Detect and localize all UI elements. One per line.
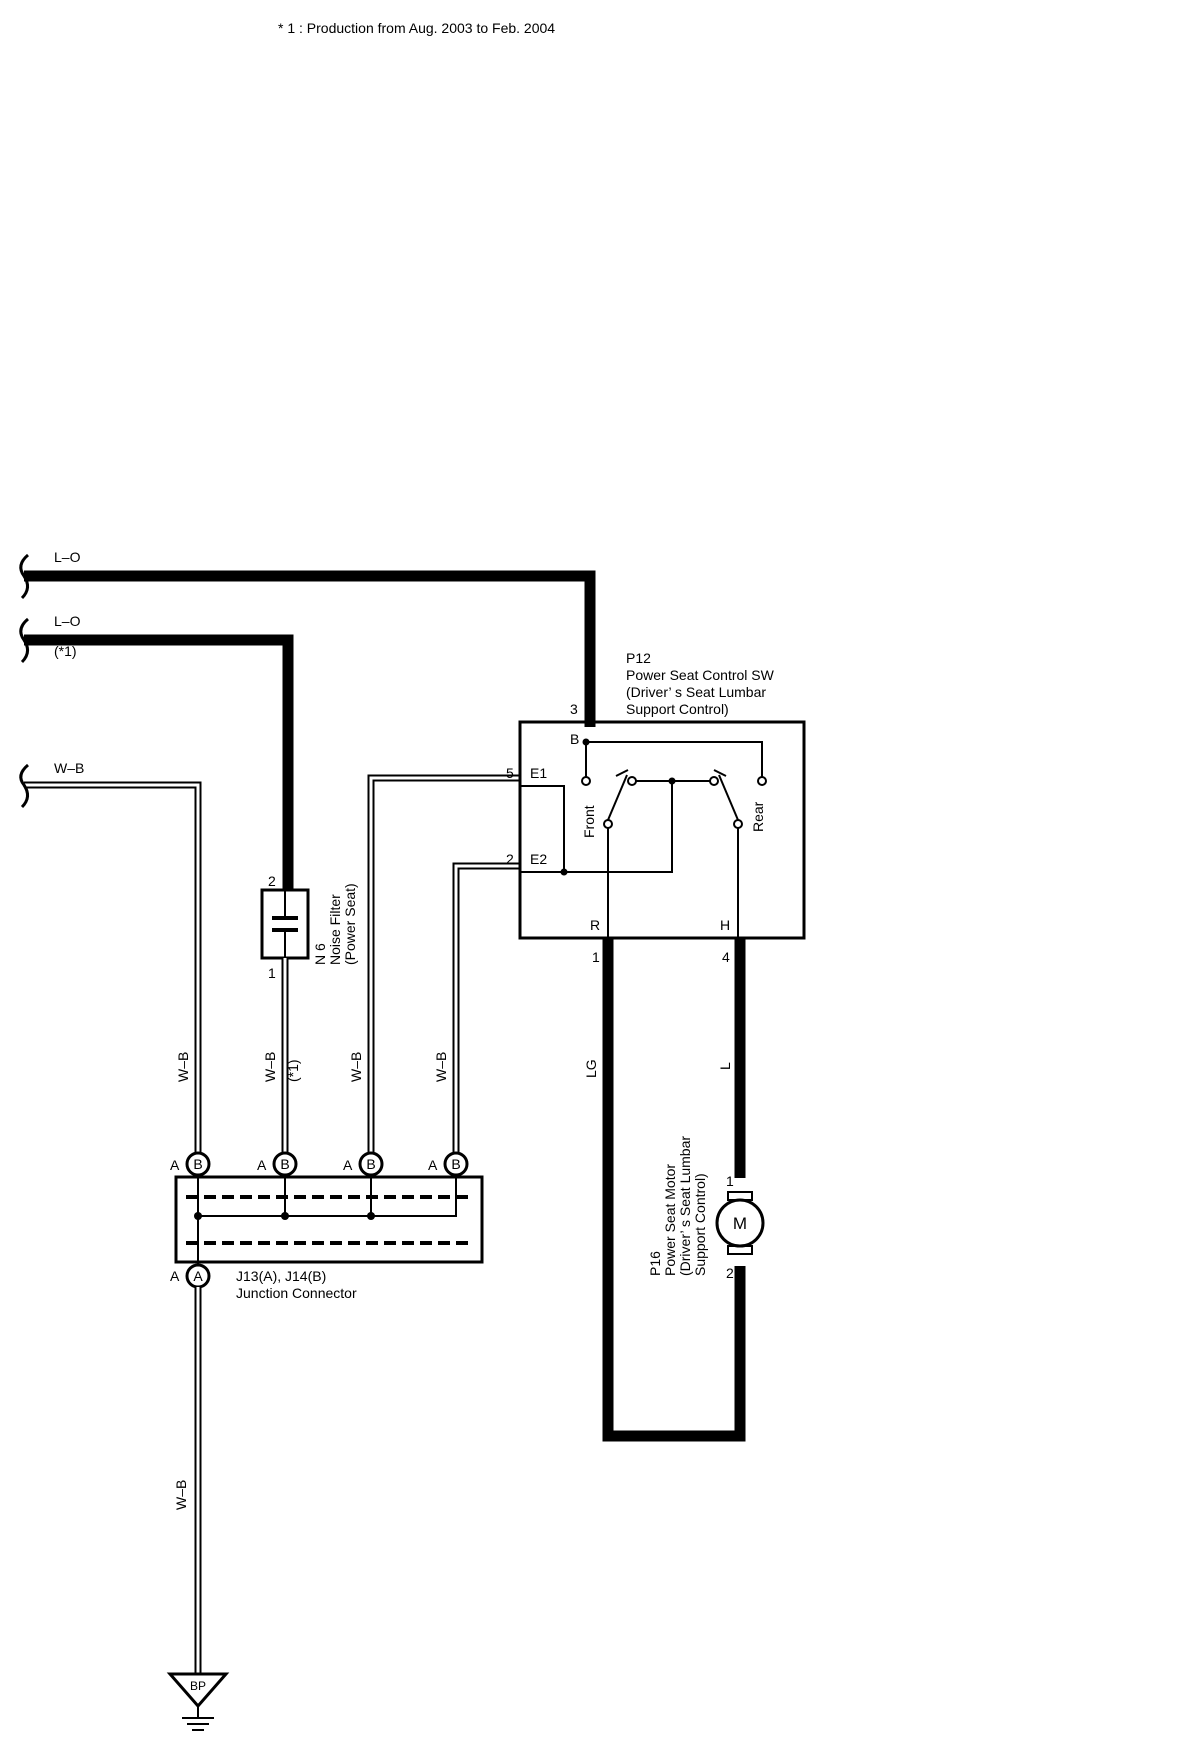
vert-wb-2-sub: (*1) bbox=[285, 1059, 301, 1082]
vert-wb-2: W–B bbox=[262, 1052, 278, 1082]
junction-conn-bottom: A A bbox=[170, 1263, 211, 1289]
motor-code: P16 bbox=[647, 1251, 663, 1276]
vert-wb-4: W–B bbox=[433, 1052, 449, 1082]
noise-filter: 2 1 N 6 Noise Filter (Power Seat) bbox=[260, 873, 358, 981]
noise-filter-pin-1: 1 bbox=[268, 965, 276, 981]
wire-wb-2: W–B (*1) bbox=[262, 958, 301, 1162]
motor-pin-2: 2 bbox=[726, 1265, 734, 1281]
wire-l-label: L bbox=[717, 1062, 733, 1070]
svg-text:A: A bbox=[343, 1157, 353, 1173]
wire-lo-2-sub: (*1) bbox=[54, 643, 77, 659]
switch-term-b: B bbox=[570, 731, 579, 747]
wire-lg-label: LG bbox=[583, 1059, 599, 1078]
svg-text:A: A bbox=[170, 1268, 180, 1284]
switch-term-r: R bbox=[590, 917, 600, 933]
production-note: * 1 : Production from Aug. 2003 to Feb. … bbox=[278, 20, 555, 36]
wire-lo-1-label: L–O bbox=[54, 549, 81, 565]
svg-text:A: A bbox=[170, 1157, 180, 1173]
svg-text:B: B bbox=[280, 1156, 289, 1172]
motor-desc-1: (Driver’ s Seat Lumbar bbox=[677, 1136, 693, 1276]
switch-pin-4: 4 bbox=[722, 949, 730, 965]
junction-conn-2: A B bbox=[257, 1151, 298, 1177]
junction-conn-4: A B bbox=[428, 1151, 469, 1177]
noise-filter-desc: (Power Seat) bbox=[342, 883, 358, 965]
noise-filter-name: Noise Filter bbox=[327, 894, 343, 965]
wire-wb-ground: W–B bbox=[173, 1287, 202, 1676]
junction-connector: A B A B A B A B A A J13(A), J14(B) Junct… bbox=[170, 1151, 484, 1301]
power-seat-control-switch: P12 Power Seat Control SW (Driver’ s Sea… bbox=[506, 650, 806, 965]
wire-lo-2: L–O (*1) bbox=[19, 613, 294, 890]
junction-conn-1: A B bbox=[170, 1151, 211, 1177]
vert-wb-ground: W–B bbox=[173, 1480, 189, 1510]
switch-pin-5: 5 bbox=[506, 765, 514, 781]
wire-wb-4: W–B bbox=[433, 862, 520, 1162]
switch-rear-label: Rear bbox=[750, 801, 766, 832]
switch-pin-3: 3 bbox=[570, 701, 578, 717]
ground-code: BP bbox=[190, 1679, 206, 1693]
svg-text:A: A bbox=[257, 1157, 267, 1173]
junction-name-1: J13(A), J14(B) bbox=[236, 1268, 326, 1284]
switch-pin-1: 1 bbox=[592, 949, 600, 965]
motor-symbol: M bbox=[733, 1214, 747, 1233]
svg-text:B: B bbox=[451, 1156, 460, 1172]
wire-wb-1-label: W–B bbox=[54, 760, 84, 776]
svg-text:B: B bbox=[193, 1156, 202, 1172]
wire-wb-3: W–B bbox=[348, 774, 520, 1162]
switch-desc-2: Support Control) bbox=[626, 701, 729, 717]
switch-code: P12 bbox=[626, 650, 651, 666]
motor-desc-2: Support Control) bbox=[692, 1173, 708, 1276]
wire-wb-1: W–B bbox=[19, 760, 202, 1162]
svg-text:B: B bbox=[366, 1156, 375, 1172]
power-seat-motor: M 1 2 P16 Power Seat Motor (Driver’ s Se… bbox=[647, 1136, 765, 1281]
ground-point: BP bbox=[166, 1672, 230, 1731]
switch-desc-1: (Driver’ s Seat Lumbar bbox=[626, 684, 766, 700]
wire-lo-1: L–O bbox=[19, 549, 596, 727]
junction-conn-3: A B bbox=[343, 1151, 384, 1177]
noise-filter-code: N 6 bbox=[312, 943, 328, 965]
switch-term-e2: E2 bbox=[530, 851, 547, 867]
svg-text:A: A bbox=[428, 1157, 438, 1173]
wire-lo-2-label: L–O bbox=[54, 613, 81, 629]
switch-term-h: H bbox=[720, 917, 730, 933]
motor-pin-1: 1 bbox=[726, 1173, 734, 1189]
vert-wb-1: W–B bbox=[175, 1052, 191, 1082]
switch-pin-2: 2 bbox=[506, 851, 514, 867]
switch-name: Power Seat Control SW bbox=[626, 667, 775, 683]
motor-name: Power Seat Motor bbox=[662, 1164, 678, 1276]
switch-front-label: Front bbox=[581, 805, 597, 838]
svg-text:A: A bbox=[193, 1268, 203, 1284]
noise-filter-pin-2: 2 bbox=[268, 873, 276, 889]
vert-wb-3: W–B bbox=[348, 1052, 364, 1082]
switch-term-e1: E1 bbox=[530, 765, 547, 781]
junction-name-2: Junction Connector bbox=[236, 1285, 357, 1301]
